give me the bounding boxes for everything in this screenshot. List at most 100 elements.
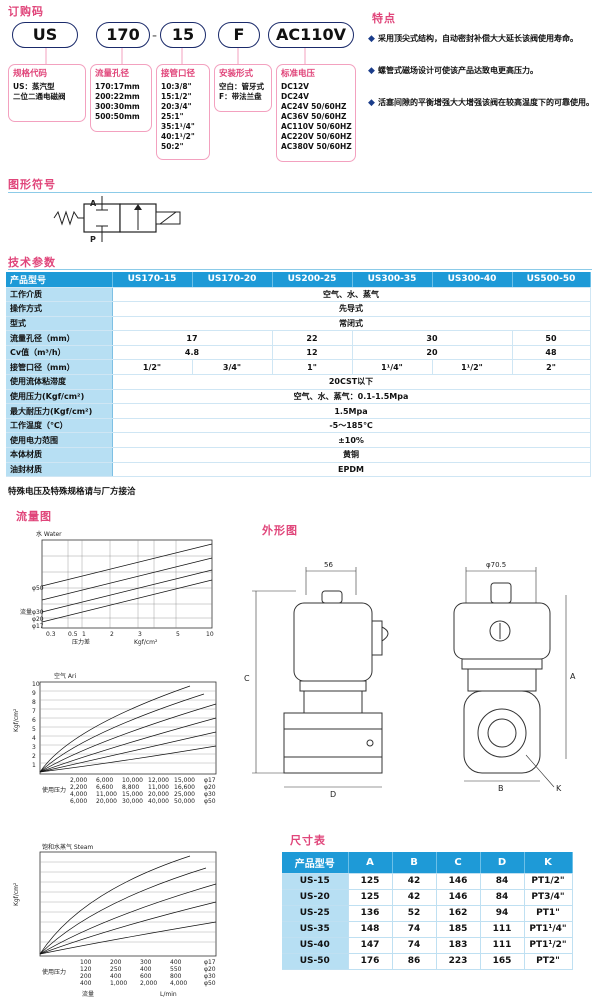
svg-text:φ17: φ17 — [32, 623, 44, 630]
order-code-port: 15 — [160, 22, 206, 48]
order-code-series: US — [12, 22, 78, 48]
svg-text:25,000: 25,000 — [174, 791, 195, 798]
svg-text:9: 9 — [32, 690, 36, 697]
svg-text:2,000: 2,000 — [70, 777, 87, 784]
feature-item: ◆螺管式磁场设计可使该产品达致电更高压力。 — [368, 66, 538, 76]
symbol-port-p: P — [90, 235, 96, 244]
svg-text:5: 5 — [32, 726, 36, 733]
svg-text:φ20: φ20 — [204, 784, 216, 791]
svg-text:10,000: 10,000 — [122, 777, 143, 784]
svg-text:11,000: 11,000 — [96, 791, 117, 798]
svg-text:10: 10 — [206, 631, 214, 638]
svg-text:φ17: φ17 — [204, 777, 216, 784]
water-flow-chart: 水 Water φ50 φ30 φ20 φ17 流量 0.3 0.5 1 2 3… — [20, 530, 214, 646]
svg-text:L/min: L/min — [160, 991, 177, 998]
svg-text:压力差: 压力差 — [72, 638, 90, 646]
svg-text:6,000: 6,000 — [70, 798, 87, 805]
svg-text:D: D — [330, 790, 336, 799]
order-code-dash: - — [152, 28, 158, 44]
table-row: 接管口径（mm） 1/2" 3/4" 1" 1¹/4" 1¹/2" 2" — [6, 359, 591, 376]
svg-text:3: 3 — [32, 744, 36, 751]
svg-text:800: 800 — [170, 973, 182, 980]
svg-text:600: 600 — [140, 973, 152, 980]
bullet-icon: ◆ — [368, 98, 375, 108]
table-row: 工作介质空气、水、蒸气 — [6, 287, 591, 303]
svg-text:φ30: φ30 — [32, 609, 44, 616]
svg-text:6,000: 6,000 — [96, 777, 113, 784]
air-chart-title: 空气 Ari — [54, 672, 76, 680]
spec-box-port: 接管口径 10:3/8" 15:1/2" 20:3/4" 25:1" 35:1¹… — [156, 64, 210, 160]
svg-text:8,800: 8,800 — [122, 784, 139, 791]
bullet-icon: ◆ — [368, 66, 375, 76]
table-row: 流量孔径（mm） 17 22 30 50 — [6, 330, 591, 346]
svg-text:0.3: 0.3 — [46, 631, 56, 638]
svg-text:50,000: 50,000 — [174, 798, 195, 805]
symbol-port-a: A — [90, 199, 97, 208]
svg-text:φ70.5: φ70.5 — [486, 561, 506, 569]
bullet-icon: ◆ — [368, 34, 375, 44]
svg-text:φ50: φ50 — [204, 980, 216, 987]
feature-item: ◆采用顶尖式结构，自动密封补偿大大延长该阀使用寿命。 — [368, 34, 578, 44]
svg-text:7: 7 — [32, 708, 36, 715]
svg-text:3: 3 — [138, 631, 142, 638]
svg-text:250: 250 — [110, 966, 122, 973]
order-code-voltage: AC110V — [268, 22, 354, 48]
svg-text:2: 2 — [110, 631, 114, 638]
svg-text:2: 2 — [32, 753, 36, 760]
features-title: 特点 — [372, 12, 396, 25]
svg-text:Kgf/cm²: Kgf/cm² — [13, 708, 20, 732]
svg-text:Kgf/cm²: Kgf/cm² — [13, 882, 20, 906]
svg-text:C: C — [244, 674, 250, 683]
table-row: 工作温度（℃）-5～185℃ — [6, 418, 591, 434]
svg-text:φ30: φ30 — [204, 791, 216, 798]
svg-text:15,000: 15,000 — [174, 777, 195, 784]
svg-text:流量: 流量 — [20, 608, 32, 616]
outline-drawing: 56 φ70.5 C A D B K — [244, 561, 576, 799]
outline-title: 外形图 — [262, 524, 298, 537]
spec-note: 特殊电压及特殊规格请与厂方接洽 — [8, 487, 136, 497]
table-row: 型式常闭式 — [6, 316, 591, 332]
order-code-connectors — [45, 48, 306, 64]
svg-text:1: 1 — [82, 631, 86, 638]
table-row: 操作方式先导式 — [6, 301, 591, 317]
svg-text:φ20: φ20 — [32, 616, 44, 623]
svg-text:4: 4 — [32, 735, 36, 742]
svg-text:φ50: φ50 — [32, 585, 44, 592]
svg-text:100: 100 — [80, 959, 92, 966]
svg-text:30,000: 30,000 — [122, 798, 143, 805]
svg-text:4,000: 4,000 — [170, 980, 187, 987]
svg-text:1: 1 — [32, 762, 36, 769]
svg-text:300: 300 — [140, 959, 152, 966]
svg-text:20,000: 20,000 — [96, 798, 117, 805]
svg-text:11,000: 11,000 — [148, 784, 169, 791]
table-row: 本体材质黄铜 — [6, 447, 591, 463]
order-code-title: 订购码 — [8, 5, 44, 18]
table-row: 最大耐压力(Kgf/cm²)1.5Mpa — [6, 403, 591, 419]
svg-text:φ17: φ17 — [204, 959, 216, 966]
table-row: 使用电力范围±10% — [6, 432, 591, 449]
spec-box-voltage: 标准电压 DC12V DC24V AC24V 50/60HZ AC36V 50/… — [276, 64, 356, 162]
svg-text:B: B — [498, 784, 504, 793]
svg-text:φ30: φ30 — [204, 973, 216, 980]
svg-text:Kgf/cm²: Kgf/cm² — [134, 639, 158, 646]
svg-text:15,000: 15,000 — [122, 791, 143, 798]
spec-table-header: 产品型号 US170-15 US170-20 US200-25 US300-35… — [6, 272, 591, 288]
svg-text:10: 10 — [32, 681, 40, 688]
svg-text:K: K — [556, 784, 562, 793]
order-code-mount: F — [218, 22, 260, 48]
svg-text:使用压力: 使用压力 — [42, 968, 66, 976]
feature-item: ◆活塞间隙的平衡增强大大增强该阀在较高温度下的可靠使用。 — [368, 98, 594, 108]
air-flow-chart: 空气 Ari Kgf/cm² 10 9 8 7 6 5 4 3 2 1 2,00… — [13, 672, 217, 805]
svg-text:200: 200 — [80, 973, 92, 980]
